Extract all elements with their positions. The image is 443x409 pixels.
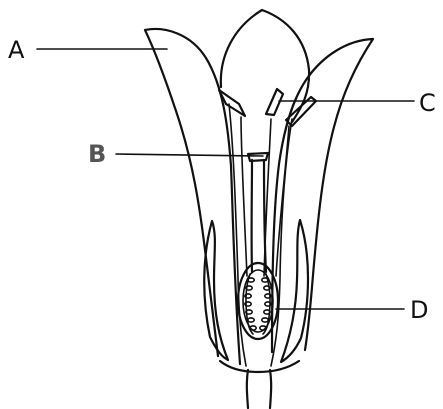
label-d: D (410, 296, 428, 324)
right-petal-outline (272, 39, 373, 352)
anther-middle (266, 89, 283, 115)
label-a-group: A (8, 36, 167, 64)
label-a: A (8, 36, 25, 64)
label-c: C (419, 89, 436, 117)
right-sepal (281, 220, 308, 362)
receptacle (220, 361, 299, 372)
left-petal-outline (145, 29, 240, 364)
back-petal-outline (221, 10, 309, 122)
label-b-group: B (88, 140, 263, 168)
label-d-group: D (276, 296, 428, 324)
label-b: B (88, 140, 106, 168)
stamen-filament-left (241, 117, 247, 276)
stalk (247, 370, 271, 408)
